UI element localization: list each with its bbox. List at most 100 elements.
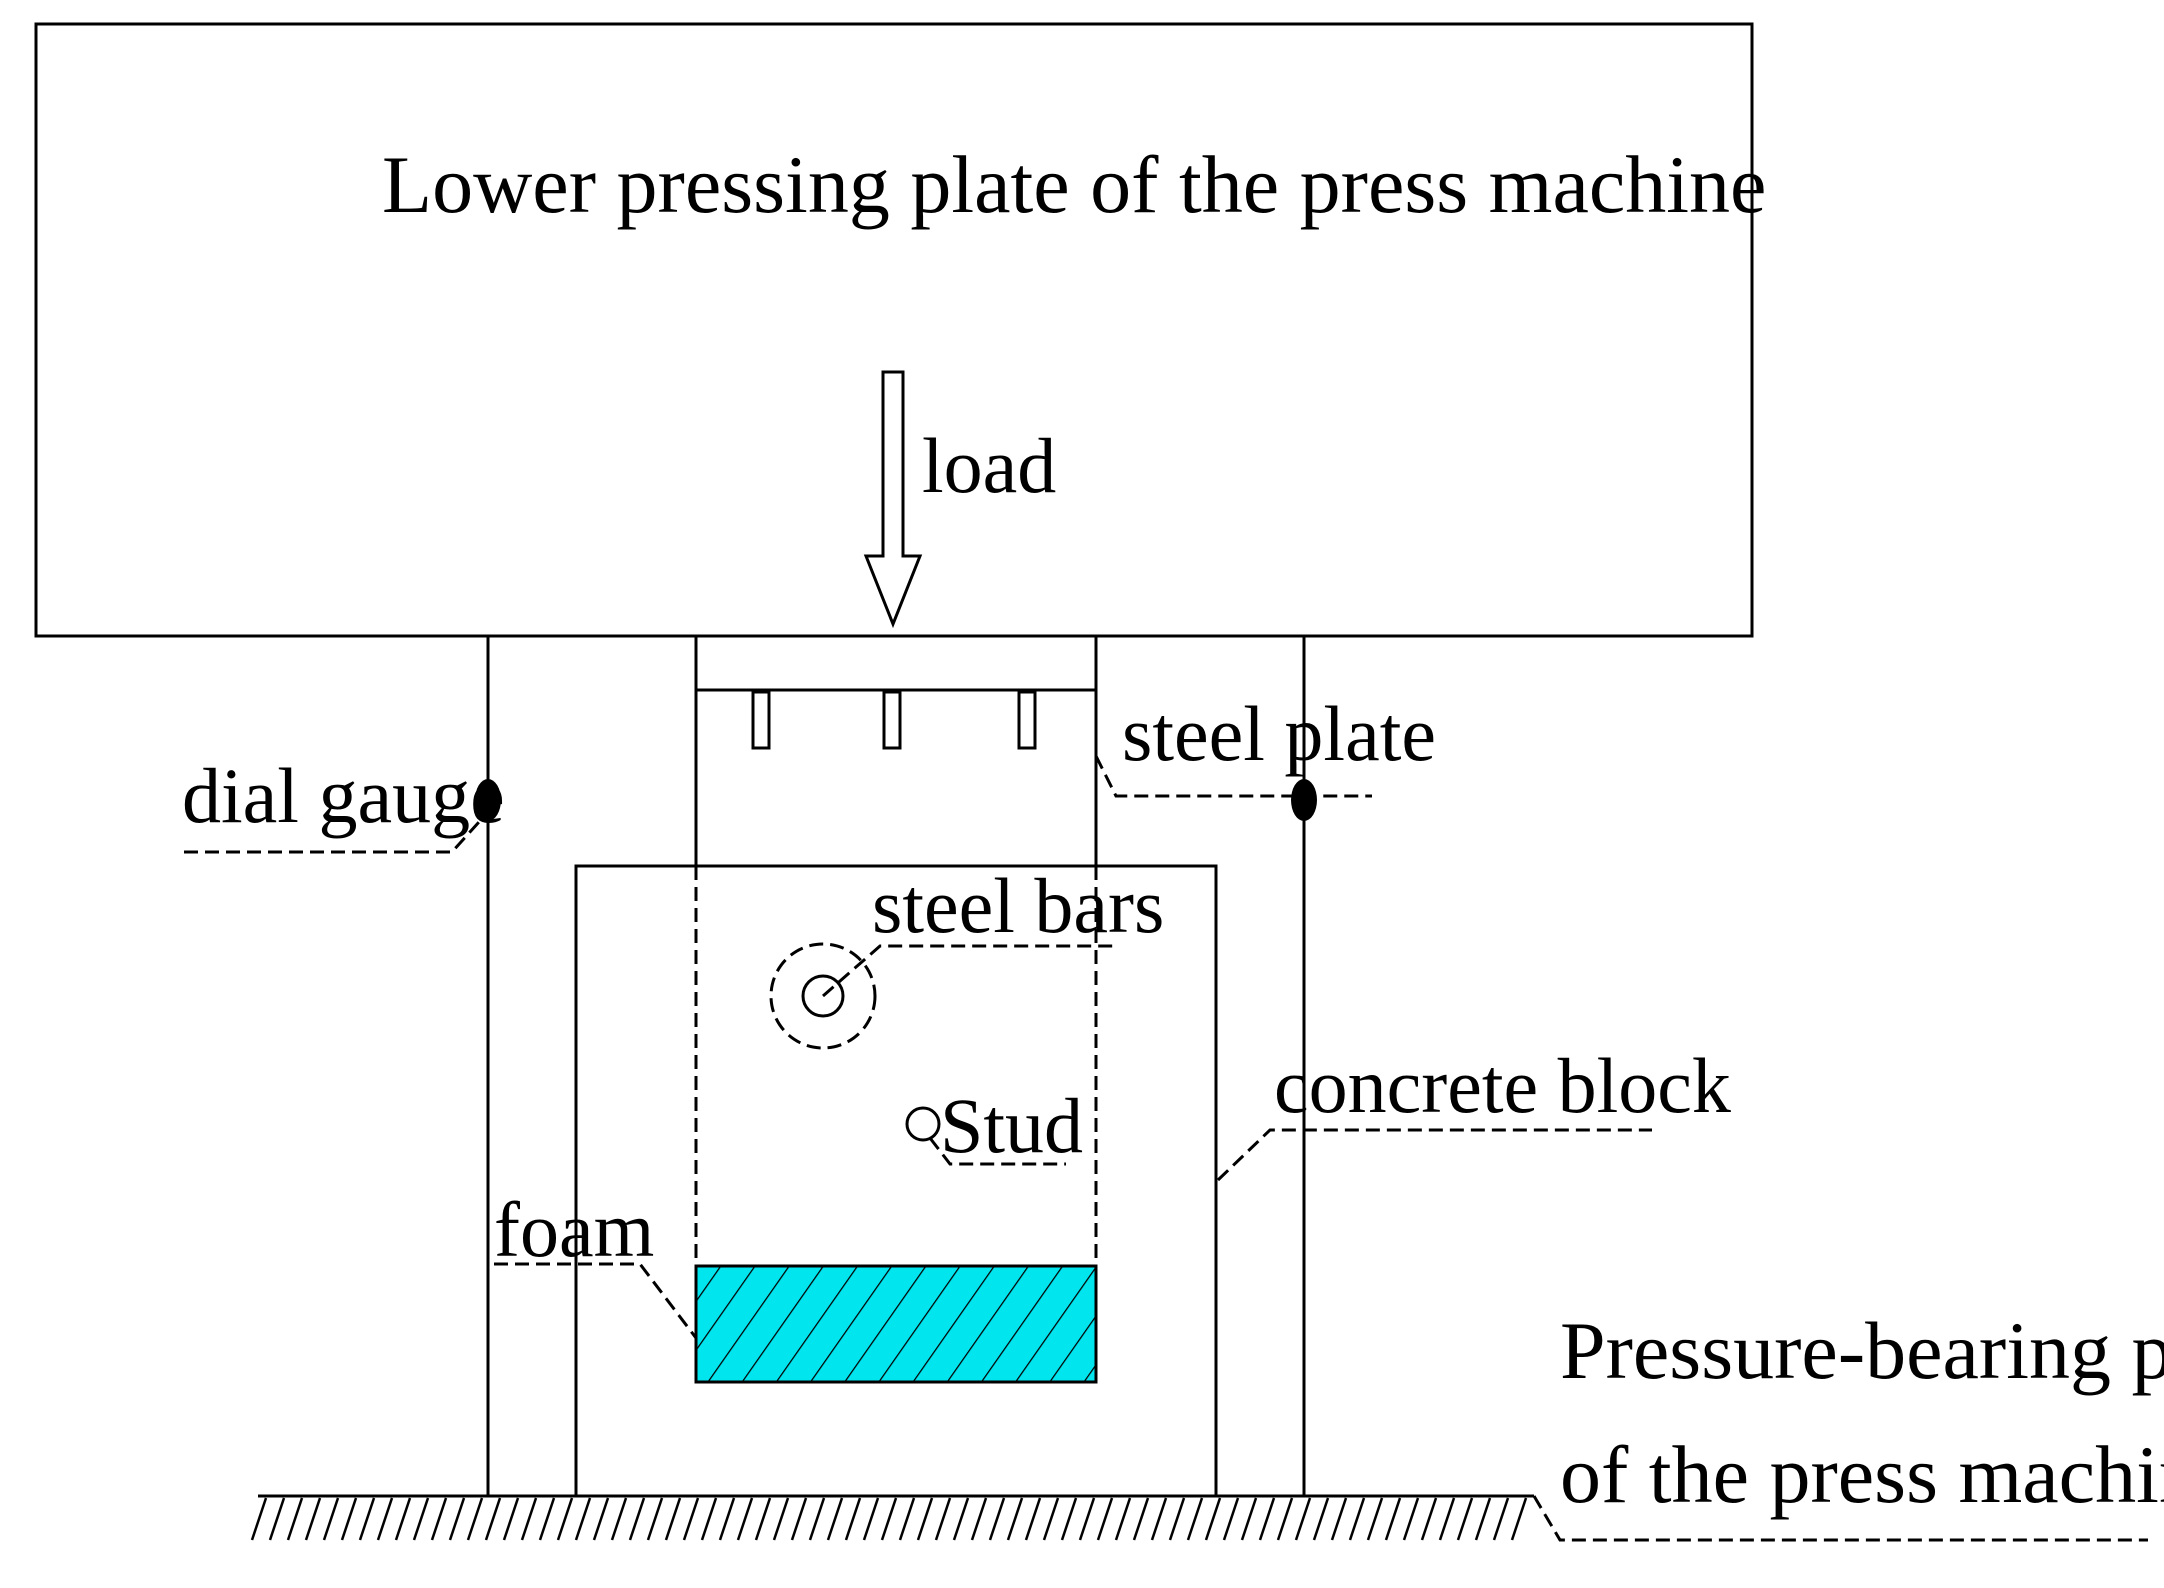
ground-hatch-mark: [898, 1497, 916, 1541]
ground-hatch-mark: [1096, 1497, 1114, 1541]
ground-hatch-mark: [1366, 1497, 1384, 1541]
ground-hatch-mark: [520, 1497, 538, 1541]
ground-hatch-mark: [700, 1497, 718, 1541]
ground-hatch-mark: [394, 1497, 412, 1541]
ground-hatch-mark: [1492, 1497, 1510, 1541]
ground-hatch-mark: [1078, 1497, 1096, 1541]
foam-hatch: [694, 1264, 1098, 1384]
stud-leader: [928, 1137, 1066, 1166]
ground-hatch-mark: [1114, 1497, 1132, 1541]
ground-hatch-mark: [1330, 1497, 1348, 1541]
stud-connector-1: [751, 690, 771, 750]
stud-connector-3: [1017, 690, 1037, 750]
ground-hatch-mark: [610, 1497, 628, 1541]
ground-hatch-mark: [1294, 1497, 1312, 1541]
left-dial-gauge-icon: [475, 779, 501, 821]
ground-hatch-mark: [1042, 1497, 1060, 1541]
ground-hatch-mark: [466, 1497, 484, 1541]
foam-leader: [494, 1262, 698, 1339]
ground-hatch-mark: [1186, 1497, 1204, 1541]
ground-hatch-mark: [1132, 1497, 1150, 1541]
ground-hatch-mark: [934, 1497, 952, 1541]
ground-hatch-mark: [1060, 1497, 1078, 1541]
ground-hatch-mark: [664, 1497, 682, 1541]
ground-hatch-mark: [304, 1497, 322, 1541]
ground-hatch-mark: [682, 1497, 700, 1541]
ground-hatch-mark: [1150, 1497, 1168, 1541]
ground-hatch-mark: [340, 1497, 358, 1541]
ground-hatch-mark: [916, 1497, 934, 1541]
steel-bars-leader: [822, 944, 1118, 998]
ground-hatch-mark: [1456, 1497, 1474, 1541]
ground-hatch-mark: [952, 1497, 970, 1541]
load-arrow-icon: [863, 370, 923, 629]
ground-hatch-mark: [808, 1497, 826, 1541]
ground-hatch-mark: [358, 1497, 376, 1541]
steel-bar-inner-circle: [801, 974, 845, 1018]
ground-hatch-mark: [628, 1497, 646, 1541]
dial-gauge-leader: [184, 810, 490, 854]
ground-hatch-mark: [448, 1497, 466, 1541]
ground-hatch-mark: [736, 1497, 754, 1541]
ground-hatch-mark: [322, 1497, 340, 1541]
ground-hatch-mark: [1384, 1497, 1402, 1541]
ground-hatching: [250, 1497, 1528, 1541]
ground-hatch-mark: [1348, 1497, 1366, 1541]
ground-hatch-mark: [844, 1497, 862, 1541]
ground-hatch-mark: [718, 1497, 736, 1541]
ground-hatch-mark: [1006, 1497, 1024, 1541]
ground-hatch-mark: [880, 1497, 898, 1541]
ground-hatch-mark: [574, 1497, 592, 1541]
concrete-block-leader: [1216, 1128, 1652, 1182]
lower-pressing-plate-label: Lower pressing plate of the press machin…: [382, 139, 1766, 230]
ground-hatch-mark: [988, 1497, 1006, 1541]
steel-bars-label: steel bars: [872, 862, 1164, 949]
stud-connector-2: [882, 690, 902, 750]
ground-hatch-mark: [1222, 1497, 1240, 1541]
ground-hatch-mark: [790, 1497, 808, 1541]
ground-hatch-mark: [1276, 1497, 1294, 1541]
ground-hatch-mark: [1258, 1497, 1276, 1541]
concrete-block-label: concrete block: [1274, 1042, 1731, 1129]
right-dial-gauge-icon: [1291, 779, 1317, 821]
ground-hatch-mark: [1204, 1497, 1222, 1541]
ground-hatch-mark: [1420, 1497, 1438, 1541]
ground-hatch-mark: [412, 1497, 430, 1541]
lower-pressing-plate: [34, 22, 1754, 638]
ground-hatch-mark: [1240, 1497, 1258, 1541]
ground-hatch-mark: [970, 1497, 988, 1541]
steel-bar-outer-circle: [769, 942, 877, 1050]
stud-label: Stud: [940, 1082, 1083, 1169]
ground-hatch-mark: [592, 1497, 610, 1541]
ground-hatch-mark: [556, 1497, 574, 1541]
ground-hatch-mark: [754, 1497, 772, 1541]
concrete-block: [574, 864, 1218, 1498]
ground-hatch-mark: [862, 1497, 880, 1541]
ground-hatch-mark: [538, 1497, 556, 1541]
ground-hatch-mark: [376, 1497, 394, 1541]
foam-label: foam: [494, 1186, 654, 1273]
ground-hatch-mark: [1168, 1497, 1186, 1541]
ground-hatch-mark: [1312, 1497, 1330, 1541]
pressure-plate-leader: [1532, 1495, 2148, 1542]
ground-hatch-mark: [1438, 1497, 1456, 1541]
dial-gauge-label: dial gauge: [182, 752, 505, 839]
ground-hatch-mark: [430, 1497, 448, 1541]
ground-hatch-mark: [286, 1497, 304, 1541]
stud-circle: [905, 1106, 941, 1142]
ground-hatch-mark: [1402, 1497, 1420, 1541]
steel-plate-leader: [1094, 755, 1372, 798]
ground-hatch-mark: [502, 1497, 520, 1541]
ground-hatch-mark: [1510, 1497, 1528, 1541]
load-label: load: [922, 422, 1056, 509]
ground-hatch-mark: [826, 1497, 844, 1541]
ground-hatch-mark: [646, 1497, 664, 1541]
pressure-plate-label-line1: Pressure-bearing plate: [1560, 1305, 2164, 1396]
ground-hatch-mark: [772, 1497, 790, 1541]
ground-hatch-mark: [250, 1497, 268, 1541]
ground-hatch-mark: [484, 1497, 502, 1541]
ground-hatch-mark: [1474, 1497, 1492, 1541]
pressure-plate-label-line2: of the press machine: [1560, 1429, 2164, 1520]
steel-plate-label: steel plate: [1122, 690, 1436, 777]
